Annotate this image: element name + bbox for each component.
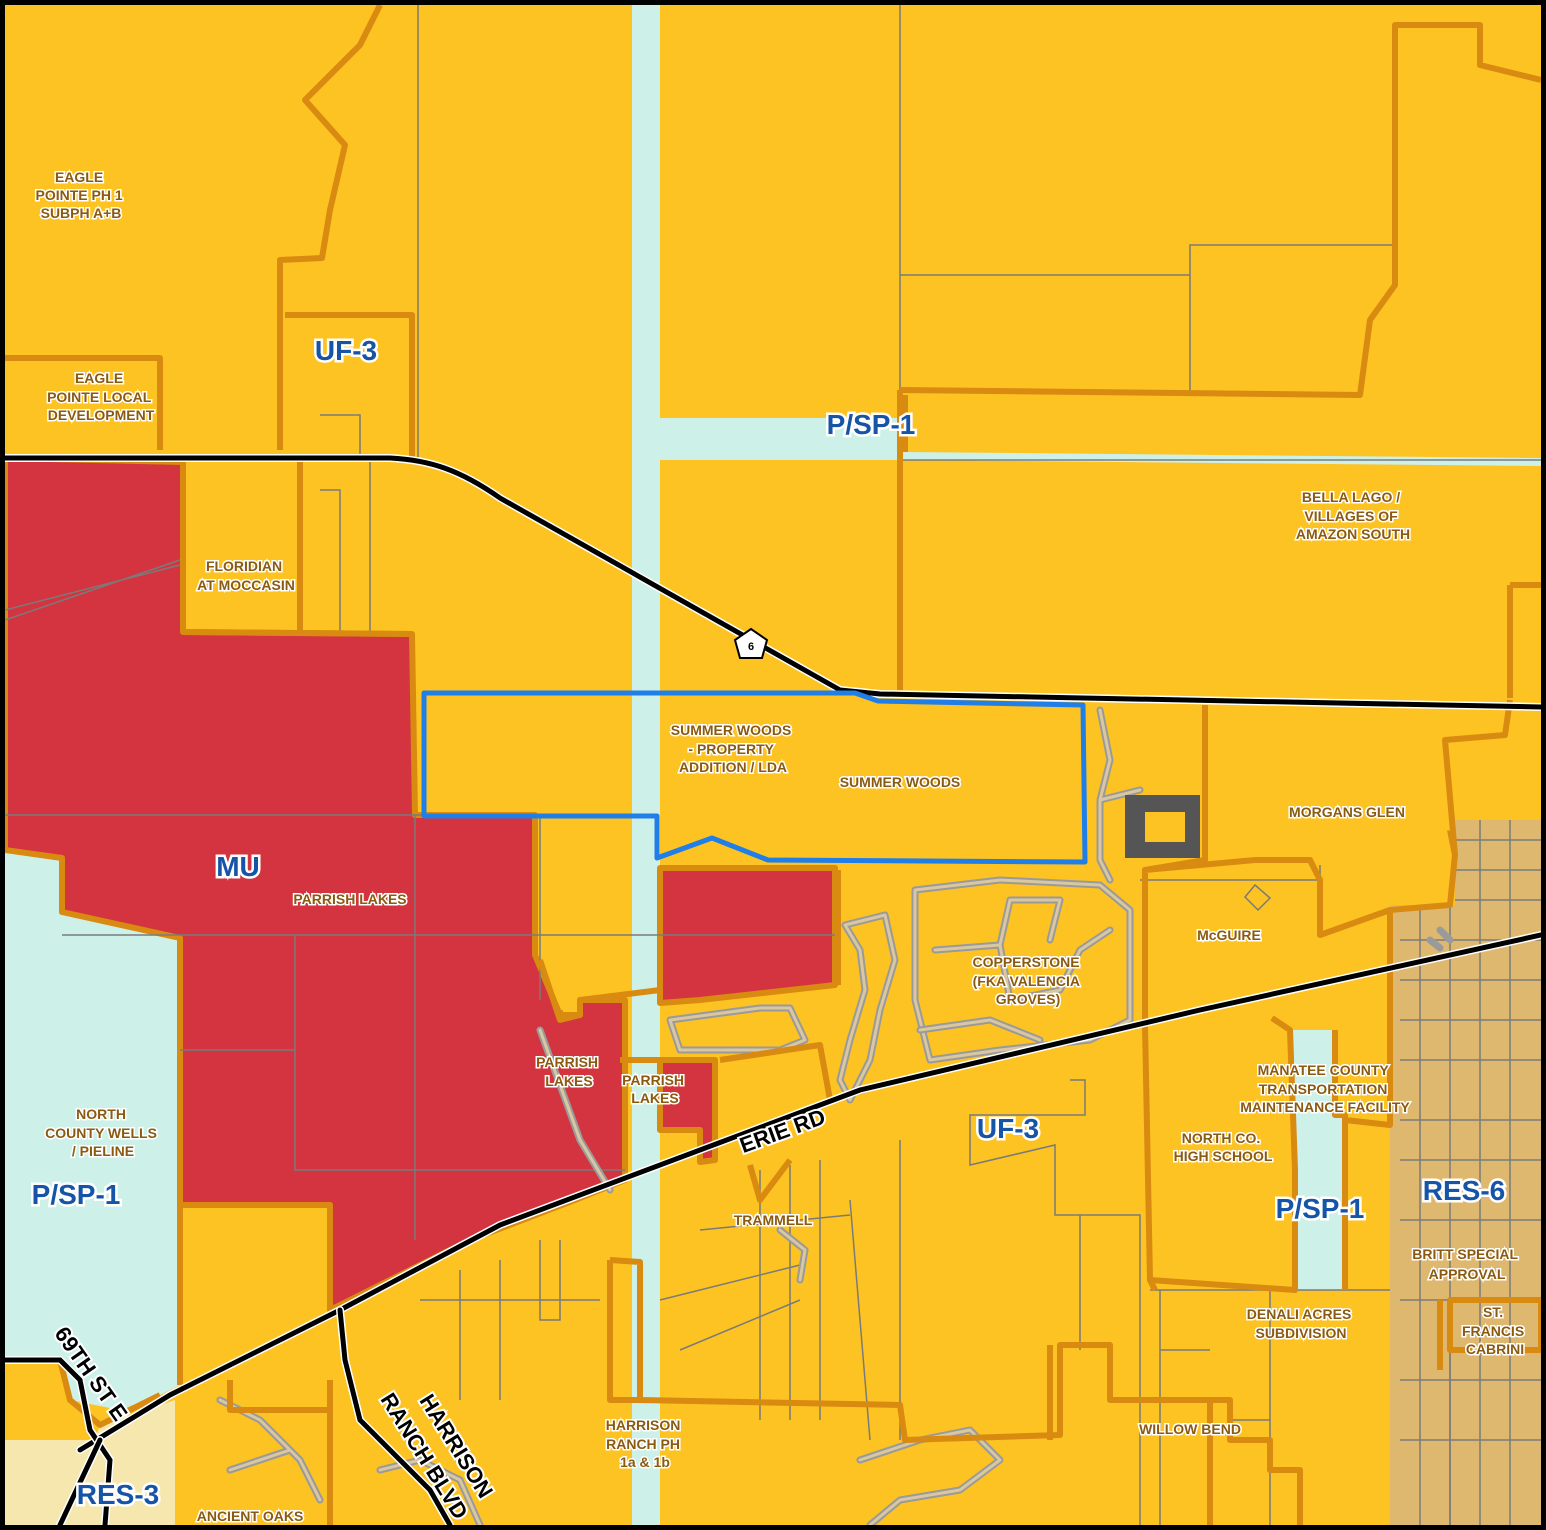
label-copperstone: COPPERSTONE (FKA VALENCIA GROVES) [973, 954, 1084, 1007]
label-summer-woods-addition: SUMMER WOODS - PROPERTY ADDITION / LDA [671, 722, 795, 775]
townhome-court [1145, 812, 1185, 842]
label-eagle-pointe-ph1: EAGLE POINTE PH 1 SUBPH A+B [35, 169, 126, 221]
label-st-francis: ST. FRANCIS CABRINI [1462, 1304, 1528, 1357]
zone-label-res3: RES-3 [77, 1479, 159, 1510]
label-north-county-wells: NORTH COUNTY WELLS / PIELINE [45, 1106, 161, 1159]
label-bella-lago: BELLA LAGO / VILLAGES OF AMAZON SOUTH [1296, 489, 1410, 542]
state-road-64 [5, 455, 1541, 710]
label-harrison-ranch: HARRISON RANCH PH 1a & 1b [606, 1417, 685, 1470]
mu-zone [5, 455, 628, 1313]
road-network [5, 454, 1541, 1525]
label-eagle-pointe-local: EAGLE POINTE LOCAL DEVELOPMENT [47, 370, 155, 423]
route-shield-number: 6 [748, 641, 754, 653]
zone-label-psp-east: P/SP-1 [1276, 1193, 1365, 1224]
label-north-co-high: NORTH CO. HIGH SCHOOL [1174, 1130, 1273, 1164]
label-manatee-facility: MANATEE COUNTY TRANSPORTATION MAINTENANC… [1240, 1062, 1410, 1115]
label-mcguire: McGUIRE [1197, 927, 1261, 943]
zone-label-uf3-north: UF-3 [315, 335, 377, 366]
subject-property-outline[interactable] [421, 690, 1088, 865]
label-floridian: FLORIDIAN AT MOCCASIN [197, 558, 295, 593]
label-willow-bend: WILLOW BEND [1139, 1421, 1241, 1437]
erie-road [77, 932, 1541, 1453]
res6-zone [1390, 820, 1541, 1525]
label-parrish-lakes-b: PARRISH LAKES [622, 1072, 688, 1106]
label-morgans-glen: MORGANS GLEN [1289, 804, 1405, 820]
zone-label-psp-west: P/SP-1 [32, 1179, 121, 1210]
label-summer-woods: SUMMER WOODS [840, 774, 961, 790]
psp-east-zone [1272, 1018, 1345, 1290]
zone-boundaries [5, 5, 1541, 1525]
69th-st-e [5, 1357, 113, 1525]
zone-label-uf3-south: UF-3 [977, 1113, 1039, 1144]
label-denali: DENALI ACRES SUBDIVISION [1247, 1306, 1355, 1341]
label-parrish-lakes-main: PARRISH LAKES [293, 891, 406, 907]
harrison-ranch-blvd [337, 1307, 453, 1525]
res6-parcels [1400, 820, 1541, 1525]
zone-label-res6: RES-6 [1423, 1175, 1505, 1206]
label-parrish-lakes-a: PARRISH LAKES [536, 1054, 602, 1089]
label-ancient-oaks: ANCIENT OAKS [197, 1508, 304, 1524]
label-britt: BRITT SPECIAL APPROVAL [1412, 1246, 1521, 1282]
label-trammell: TRAMMELL [734, 1212, 813, 1228]
psp-west-zone [5, 850, 180, 1410]
zone-label-mu: MU [216, 851, 260, 882]
zone-label-psp-north: P/SP-1 [827, 409, 916, 440]
route-shield-icon: 6 [733, 627, 769, 659]
